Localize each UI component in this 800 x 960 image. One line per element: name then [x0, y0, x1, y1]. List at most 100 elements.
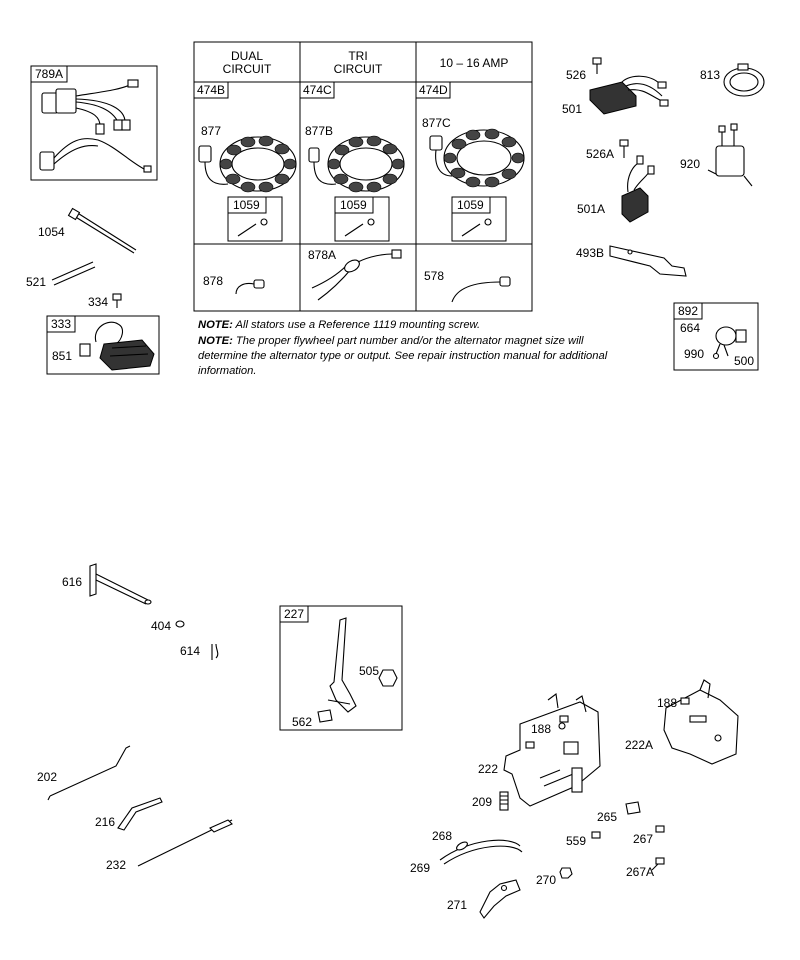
- note-prefix: NOTE:: [198, 319, 233, 331]
- label-521: 521: [26, 275, 46, 289]
- label-232: 232: [106, 858, 126, 872]
- shaft-616-icon: 616: [62, 563, 152, 605]
- ignition-module-icon: [79, 321, 155, 371]
- hardware-box-tri: 1059: [334, 196, 390, 242]
- module-box: 333 851: [46, 315, 160, 375]
- label-664: 664: [680, 321, 700, 335]
- label-990: 990: [684, 347, 704, 361]
- hardware-box-amp: 1059: [451, 196, 507, 242]
- label-334: 334: [88, 295, 108, 309]
- label-493B: 493B: [576, 246, 604, 260]
- note-flywheel: NOTE: The proper flywheel part number an…: [198, 334, 618, 379]
- note-text: All stators use a Reference 1119 mountin…: [235, 319, 481, 331]
- screw-334: 334: [88, 293, 122, 309]
- label-526A: 526A: [586, 147, 614, 161]
- stator-icon-tri: [308, 135, 405, 193]
- screw-188b: 188: [657, 696, 690, 710]
- screw-267: 267: [633, 825, 665, 846]
- hardware-1059-dual: 1059: [233, 198, 260, 212]
- label-505: 505: [359, 664, 379, 678]
- stator-icon-amp: [429, 128, 525, 188]
- label-614: 614: [180, 644, 200, 658]
- bracket-493B-icon: 493B: [576, 245, 687, 277]
- rod-232-icon: 232: [106, 819, 233, 872]
- label-222: 222: [478, 762, 498, 776]
- box-label-333: 333: [51, 317, 71, 331]
- column-header-tri-2: CIRCUIT: [334, 62, 383, 76]
- nut-270: 270: [536, 867, 573, 887]
- box-label-227: 227: [284, 607, 304, 621]
- switch-box: 892 664 990 500: [673, 302, 759, 371]
- cable-268-icon: 268: [432, 829, 523, 865]
- label-616: 616: [62, 575, 82, 589]
- label-188a: 188: [531, 722, 551, 736]
- sleeve: 521: [26, 261, 96, 289]
- label-404: 404: [151, 619, 171, 633]
- screw-559: 559: [566, 831, 601, 848]
- key-switch-icon: [712, 326, 747, 360]
- hardware-1059-amp: 1059: [457, 198, 484, 212]
- label-202: 202: [37, 770, 57, 784]
- rod-202-icon: 202: [37, 745, 131, 801]
- label-562: 562: [292, 715, 312, 729]
- label-851: 851: [52, 349, 72, 363]
- clamp-813-icon: 813: [700, 63, 765, 97]
- lever-227-icon: [317, 617, 398, 723]
- label-270: 270: [536, 873, 556, 887]
- note-text: The proper flywheel part number and/or t…: [198, 335, 608, 377]
- screw-526A: 526A: [586, 139, 629, 161]
- label-1054: 1054: [38, 225, 65, 239]
- label-222A: 222A: [625, 738, 653, 752]
- kit-474C: 474C: [303, 83, 332, 97]
- label-501A: 501A: [577, 202, 605, 216]
- hardware-1059-tri: 1059: [340, 198, 367, 212]
- screw-267A: 267A: [626, 857, 665, 879]
- solenoid-920-icon: 920: [680, 123, 753, 187]
- label-267A: 267A: [626, 865, 654, 879]
- kit-474D: 474D: [419, 83, 448, 97]
- clip-265: 265: [597, 801, 641, 824]
- label-269: 269: [410, 861, 430, 875]
- link-216-icon: 216: [95, 797, 163, 831]
- column-header-dual-2: CIRCUIT: [223, 62, 272, 76]
- regulator-501-icon: 501: [562, 75, 669, 116]
- screw-526: 526: [566, 57, 602, 82]
- label-877C: 877C: [422, 116, 451, 130]
- label-267: 267: [633, 832, 653, 846]
- bracket-222A-icon: [663, 679, 739, 765]
- label-265: 265: [597, 810, 617, 824]
- clip-614: 614: [180, 643, 219, 660]
- hardware-box-dual: 1059: [227, 196, 283, 242]
- label-877: 877: [201, 124, 221, 138]
- lever-box: 227 505 562: [279, 605, 403, 731]
- note-prefix: NOTE:: [198, 335, 233, 347]
- washer-404: 404: [151, 619, 185, 633]
- stator-icon-dual: [198, 135, 297, 193]
- column-header-amp: 10 – 16 AMP: [440, 56, 509, 70]
- diode-878A-icon: [311, 249, 402, 301]
- label-878A: 878A: [308, 248, 336, 262]
- connector-878-icon: [235, 279, 265, 295]
- label-878: 878: [203, 274, 223, 288]
- harness-box: 789A: [30, 65, 158, 181]
- label-500: 500: [734, 354, 754, 368]
- note-mounting-screw: NOTE: All stators use a Reference 1119 m…: [198, 318, 618, 333]
- label-209: 209: [472, 795, 492, 809]
- label-271: 271: [447, 898, 467, 912]
- label-526: 526: [566, 68, 586, 82]
- spring-209: 209: [472, 791, 509, 811]
- label-268: 268: [432, 829, 452, 843]
- box-label-892: 892: [678, 304, 698, 318]
- label-501: 501: [562, 102, 582, 116]
- column-header-tri: TRI: [348, 49, 367, 63]
- label-813: 813: [700, 68, 720, 82]
- stator-table: DUAL CIRCUIT TRI CIRCUIT 10 – 16 AMP 474…: [193, 41, 533, 312]
- label-877B: 877B: [305, 124, 333, 138]
- lever-271-icon: 271: [447, 879, 521, 919]
- wiring-harness-icon: [39, 79, 152, 173]
- box-label-789A: 789A: [35, 67, 63, 81]
- cable-tie: 1054: [38, 207, 137, 254]
- kit-474B: 474B: [197, 83, 225, 97]
- label-578: 578: [424, 269, 444, 283]
